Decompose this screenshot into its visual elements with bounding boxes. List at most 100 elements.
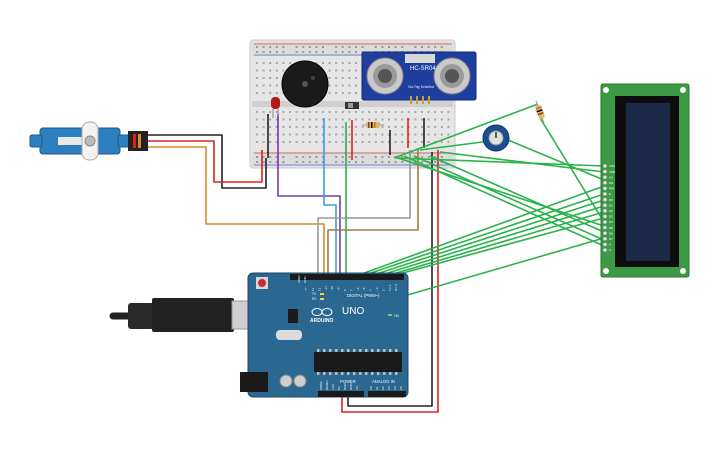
lcd-pin-hole [603, 186, 608, 191]
rx-label: RX [312, 297, 317, 301]
lcd-pin-label: D1 [609, 203, 613, 207]
digital-pin-label: 4 [369, 289, 373, 291]
digital-pin-label: ~6 [356, 287, 360, 291]
wire-servo-red [148, 140, 263, 183]
digital-pin-label: ~10 [330, 286, 334, 291]
chip-pins [317, 349, 398, 375]
digital-pin-label: 12 [317, 287, 321, 291]
slide-switch [345, 102, 359, 109]
wire-servo-orange [148, 146, 325, 276]
arduino-model: UNO [342, 306, 364, 317]
wire-res-lcd [539, 117, 605, 223]
lcd-pin-hole [603, 225, 608, 230]
lcd-pin-label: K [609, 248, 611, 252]
digital-pin-label: RX 0 [394, 284, 398, 291]
lcd-pin-label: VDD [609, 170, 616, 174]
piezo-buzzer [281, 60, 329, 108]
lcd-pin-label: V0 [609, 175, 613, 179]
sensor-pin-gnd: Gnd [428, 85, 434, 89]
sensor-label: HC-SR04 [410, 66, 436, 72]
aref-label: AREF [297, 275, 301, 283]
lcd-pin-hole [603, 247, 608, 252]
resistor-breadboard [362, 122, 384, 128]
resistor-lcd [535, 100, 545, 124]
lcd-pin-hole [603, 214, 608, 219]
lcd-pin-label: VSS [609, 164, 615, 168]
digital-label: DIGITAL (PWM~) [347, 293, 380, 298]
digital-pin-label: 2 [381, 289, 385, 291]
potentiometer [482, 124, 510, 152]
lcd-pin-hole [603, 163, 608, 168]
power-pin-label: 3.3V [331, 384, 335, 390]
lcd-pin-label: D6 [609, 231, 613, 235]
wire-lcd-4 [403, 155, 605, 247]
lcd-pin-hole [603, 219, 608, 224]
lcd-pin-hole [603, 231, 608, 236]
lcd-pin-label: D2 [609, 209, 613, 213]
wire-pot-3 [439, 151, 605, 173]
digital-pin-label: ~11 [324, 286, 328, 291]
lcd-pin-hole [603, 175, 608, 180]
on-label: ON [394, 314, 399, 318]
sensor-transducer-left [366, 57, 404, 95]
lcd-pin-hole [603, 208, 608, 213]
lcd-pin-hole [603, 180, 608, 185]
wire-lcd-1 [393, 103, 539, 159]
arduino-logo-text: ARDUINO [310, 318, 333, 324]
arduino-logo [311, 308, 333, 316]
lcd-pin-label: RW [609, 187, 614, 191]
ultrasonic-sensor: HC-SR04 Vcc Trig Echo Gnd [361, 51, 477, 104]
wire-servo-black [148, 134, 267, 189]
wire-gray [317, 150, 411, 276]
wire-lcd-6 [429, 155, 605, 233]
lcd-pin-hole [603, 197, 608, 202]
digital-pin-label: 7 [349, 289, 353, 291]
wire-blue [323, 118, 337, 276]
lcd-pin-label: E [609, 192, 611, 196]
digital-pin-label: TX 1 [388, 284, 392, 291]
arduino-uno: ARDUINO UNO DIGITAL (PWM~) POWER ANALOG … [109, 272, 409, 398]
power-pin-label: Vin [355, 385, 359, 390]
power-pin-label: GND [343, 383, 347, 391]
lcd-pin-hole [603, 191, 608, 196]
lcd-pin-label: D4 [609, 220, 613, 224]
wire-d-7 [403, 237, 605, 297]
wire-pot-2 [507, 139, 605, 181]
wire-d-5 [385, 211, 605, 277]
sensor-pin-labels: Vcc Trig Echo Gnd [408, 85, 434, 89]
power-label: POWER [340, 379, 356, 384]
gnd-label: GND [303, 276, 307, 284]
wire-d-4 [377, 205, 605, 277]
lcd-pin-hole [603, 169, 608, 174]
usb-cable [109, 298, 271, 332]
wire-d-2 [361, 193, 605, 277]
analog-pin-label: A5 [399, 386, 403, 390]
power-pin-label: GND [349, 383, 353, 391]
digital-pin-label: 13 [311, 287, 315, 291]
wire-brown [327, 148, 419, 276]
sensor-transducer-right [433, 57, 471, 95]
lcd-pin-hole [603, 203, 608, 208]
digital-pin-label: ~3 [375, 287, 379, 291]
digital-pin-label: ~5 [362, 287, 366, 291]
digital-pin-label: ~9 [337, 287, 341, 291]
power-pin-label: RESET [325, 380, 329, 390]
l-label: L [305, 287, 307, 291]
digital-pin-label: 8 [343, 289, 347, 291]
power-pin-label: 5V [337, 386, 341, 390]
analog-pin-label: A4 [393, 386, 397, 390]
analog-pin-label: A0 [369, 386, 373, 390]
analog-pin-label: A3 [387, 386, 391, 390]
wire-red-power [341, 150, 439, 413]
lcd-pin-label: A [609, 243, 611, 247]
tx-label: TX [312, 292, 317, 296]
wire-black-power [347, 152, 433, 407]
power-pin-label: IOREF [319, 381, 323, 390]
